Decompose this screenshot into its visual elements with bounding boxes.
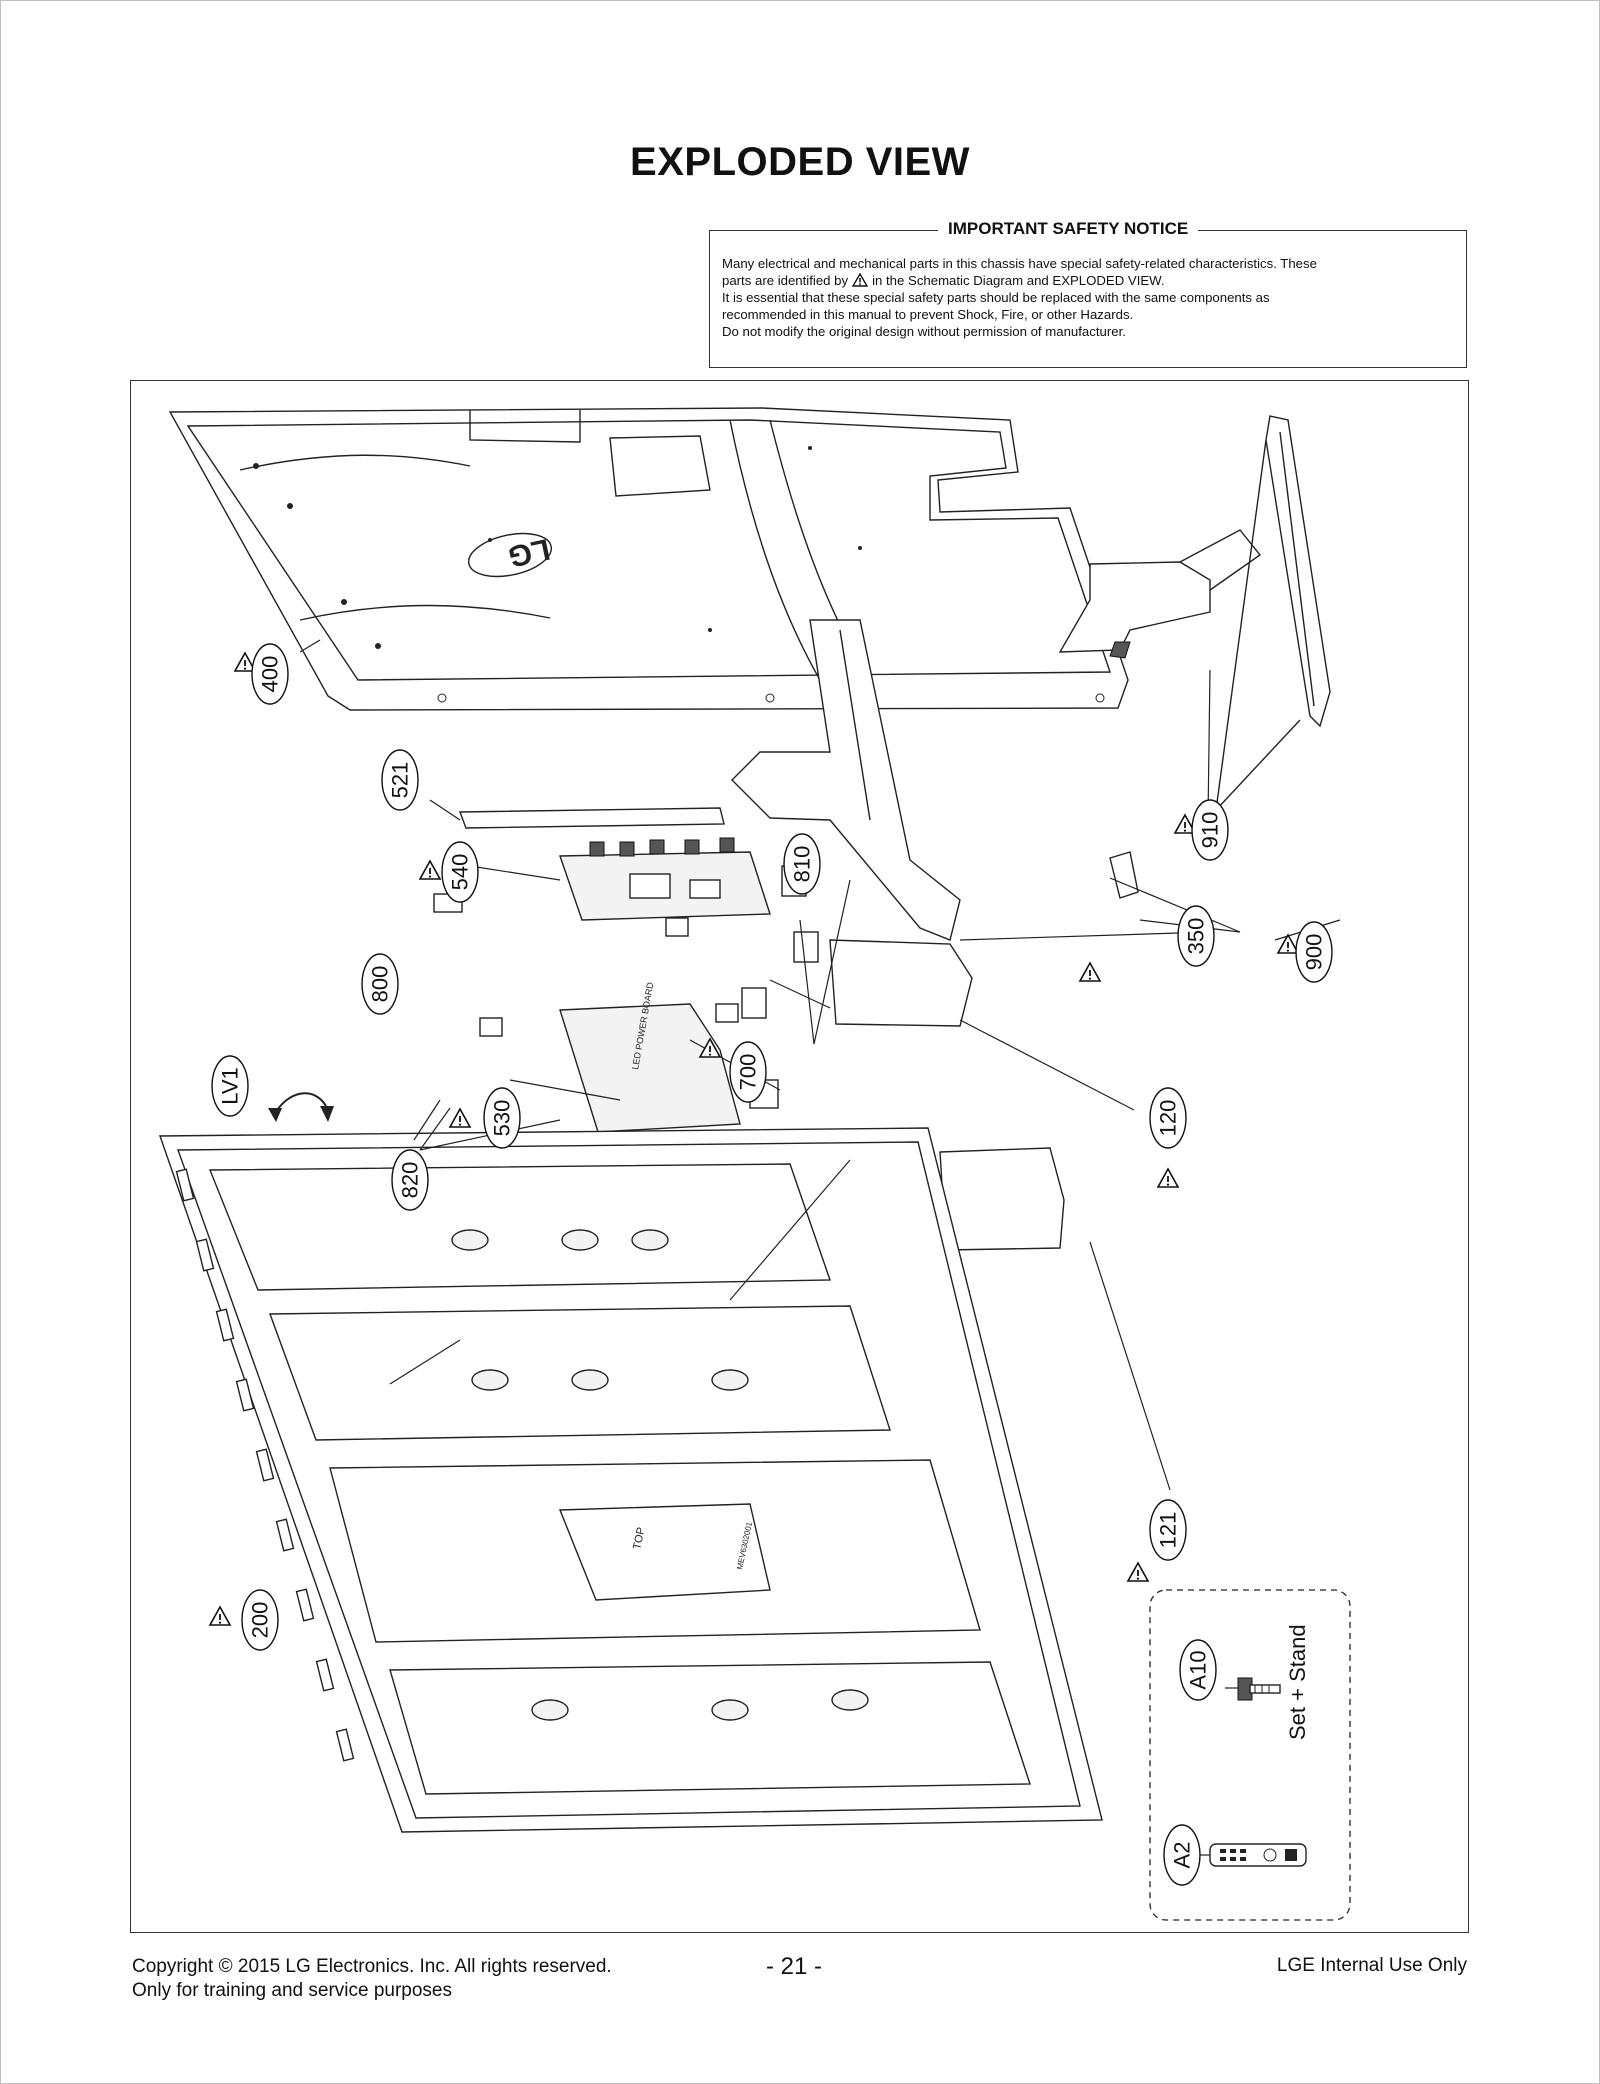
panel-side-slots — [175, 1168, 355, 1762]
safety-notice-line: Do not modify the original design withou… — [722, 324, 1126, 339]
page-title: EXPLODED VIEW — [630, 140, 970, 184]
speaker-box — [829, 939, 1065, 1251]
callout-810-label: 810 — [790, 846, 815, 883]
callout-521: 521 — [381, 749, 419, 811]
callout-200: 200 — [209, 1589, 279, 1651]
back-cover: LG — [168, 407, 1129, 711]
callout-121: 121 — [1127, 1499, 1187, 1582]
callout-400-label: 400 — [258, 656, 283, 693]
callout-820: 820 — [391, 1149, 429, 1211]
exploded-drawing-frame — [130, 380, 1469, 1933]
remote-control-icon — [1209, 1843, 1307, 1867]
callout-120: 120 — [1149, 1087, 1187, 1188]
footer-internal-use: LGE Internal Use Only — [1276, 1955, 1467, 1976]
callout-a10: A10 — [1179, 1639, 1217, 1701]
callout-530: 530 — [449, 1087, 521, 1149]
callout-lv1: LV1 — [211, 1055, 249, 1117]
safety-notice-heading: IMPORTANT SAFETY NOTICE — [938, 219, 1199, 239]
callout-800: 800 — [361, 953, 399, 1015]
purpose-text: Only for training and service purposes — [132, 1980, 452, 2001]
callout-910-label: 910 — [1198, 812, 1223, 849]
safety-notice-text: in the Schematic Diagram and EXPLODED VI… — [872, 273, 1165, 288]
callout-400: 400 — [234, 643, 289, 705]
safety-notice-body: Many electrical and mechanical parts in … — [722, 255, 1454, 340]
leader-lines — [299, 639, 1341, 1856]
page-number: - 21 - — [766, 1953, 823, 1980]
callout-810: 810 — [783, 833, 821, 895]
callout-a2-label: A2 — [1170, 1842, 1195, 1869]
stand-base — [1215, 415, 1331, 813]
safety-notice-line: parts are identified by in the Schematic … — [722, 272, 1454, 289]
accessories-box: Set + Stand — [1149, 1589, 1351, 1921]
callout-121-label: 121 — [1156, 1512, 1181, 1549]
main-board — [559, 837, 771, 921]
callout-350-label: 350 — [1184, 918, 1209, 955]
callout-700: 700 — [699, 1038, 767, 1103]
lv1-clip — [268, 1092, 334, 1122]
callout-530-label: 530 — [490, 1100, 515, 1137]
safety-notice-line: Many electrical and mechanical parts in … — [722, 256, 1317, 271]
callout-350: 350 — [1079, 905, 1215, 982]
copyright-text: Copyright © 2015 LG Electronics. Inc. Al… — [132, 1956, 612, 1977]
safety-notice-box: IMPORTANT SAFETY NOTICE Many electrical … — [709, 219, 1467, 368]
callout-820-label: 820 — [398, 1162, 423, 1199]
accessory-label: Set + Stand — [1285, 1624, 1310, 1740]
callout-910: 910 — [1174, 799, 1229, 861]
callout-540: 540 — [419, 841, 479, 903]
callout-521-label: 521 — [388, 762, 413, 799]
callout-900-label: 900 — [1302, 934, 1327, 971]
display-panel: TOP MEV6302001 — [159, 1127, 1103, 1833]
stand-body — [1058, 529, 1262, 659]
safety-notice-line: recommended in this manual to prevent Sh… — [722, 307, 1134, 322]
callout-900: 900 — [1277, 921, 1333, 983]
safety-notice-line: It is essential that these special safet… — [722, 290, 1270, 305]
callout-a10-label: A10 — [1186, 1650, 1211, 1689]
fanout-800 — [419, 1107, 451, 1151]
footer-copyright: Copyright © 2015 LG Electronics. Inc. Al… — [132, 1955, 612, 2003]
panel-top-marking: TOP — [631, 1526, 647, 1550]
exploded-view-drawing: LG — [159, 407, 1351, 1921]
callout-lv1-label: LV1 — [218, 1067, 243, 1105]
warning-triangle-icon — [852, 273, 869, 287]
callout-200-label: 200 — [248, 1602, 273, 1639]
callout-700-label: 700 — [736, 1054, 761, 1091]
callout-120-label: 120 — [1156, 1100, 1181, 1137]
callout-540-label: 540 — [448, 854, 473, 891]
screw-icon — [1237, 1677, 1281, 1701]
callout-a2: A2 — [1163, 1824, 1201, 1886]
board-bracket — [458, 807, 725, 829]
safety-notice-text: parts are identified by — [722, 273, 849, 288]
callout-800-label: 800 — [368, 966, 393, 1003]
